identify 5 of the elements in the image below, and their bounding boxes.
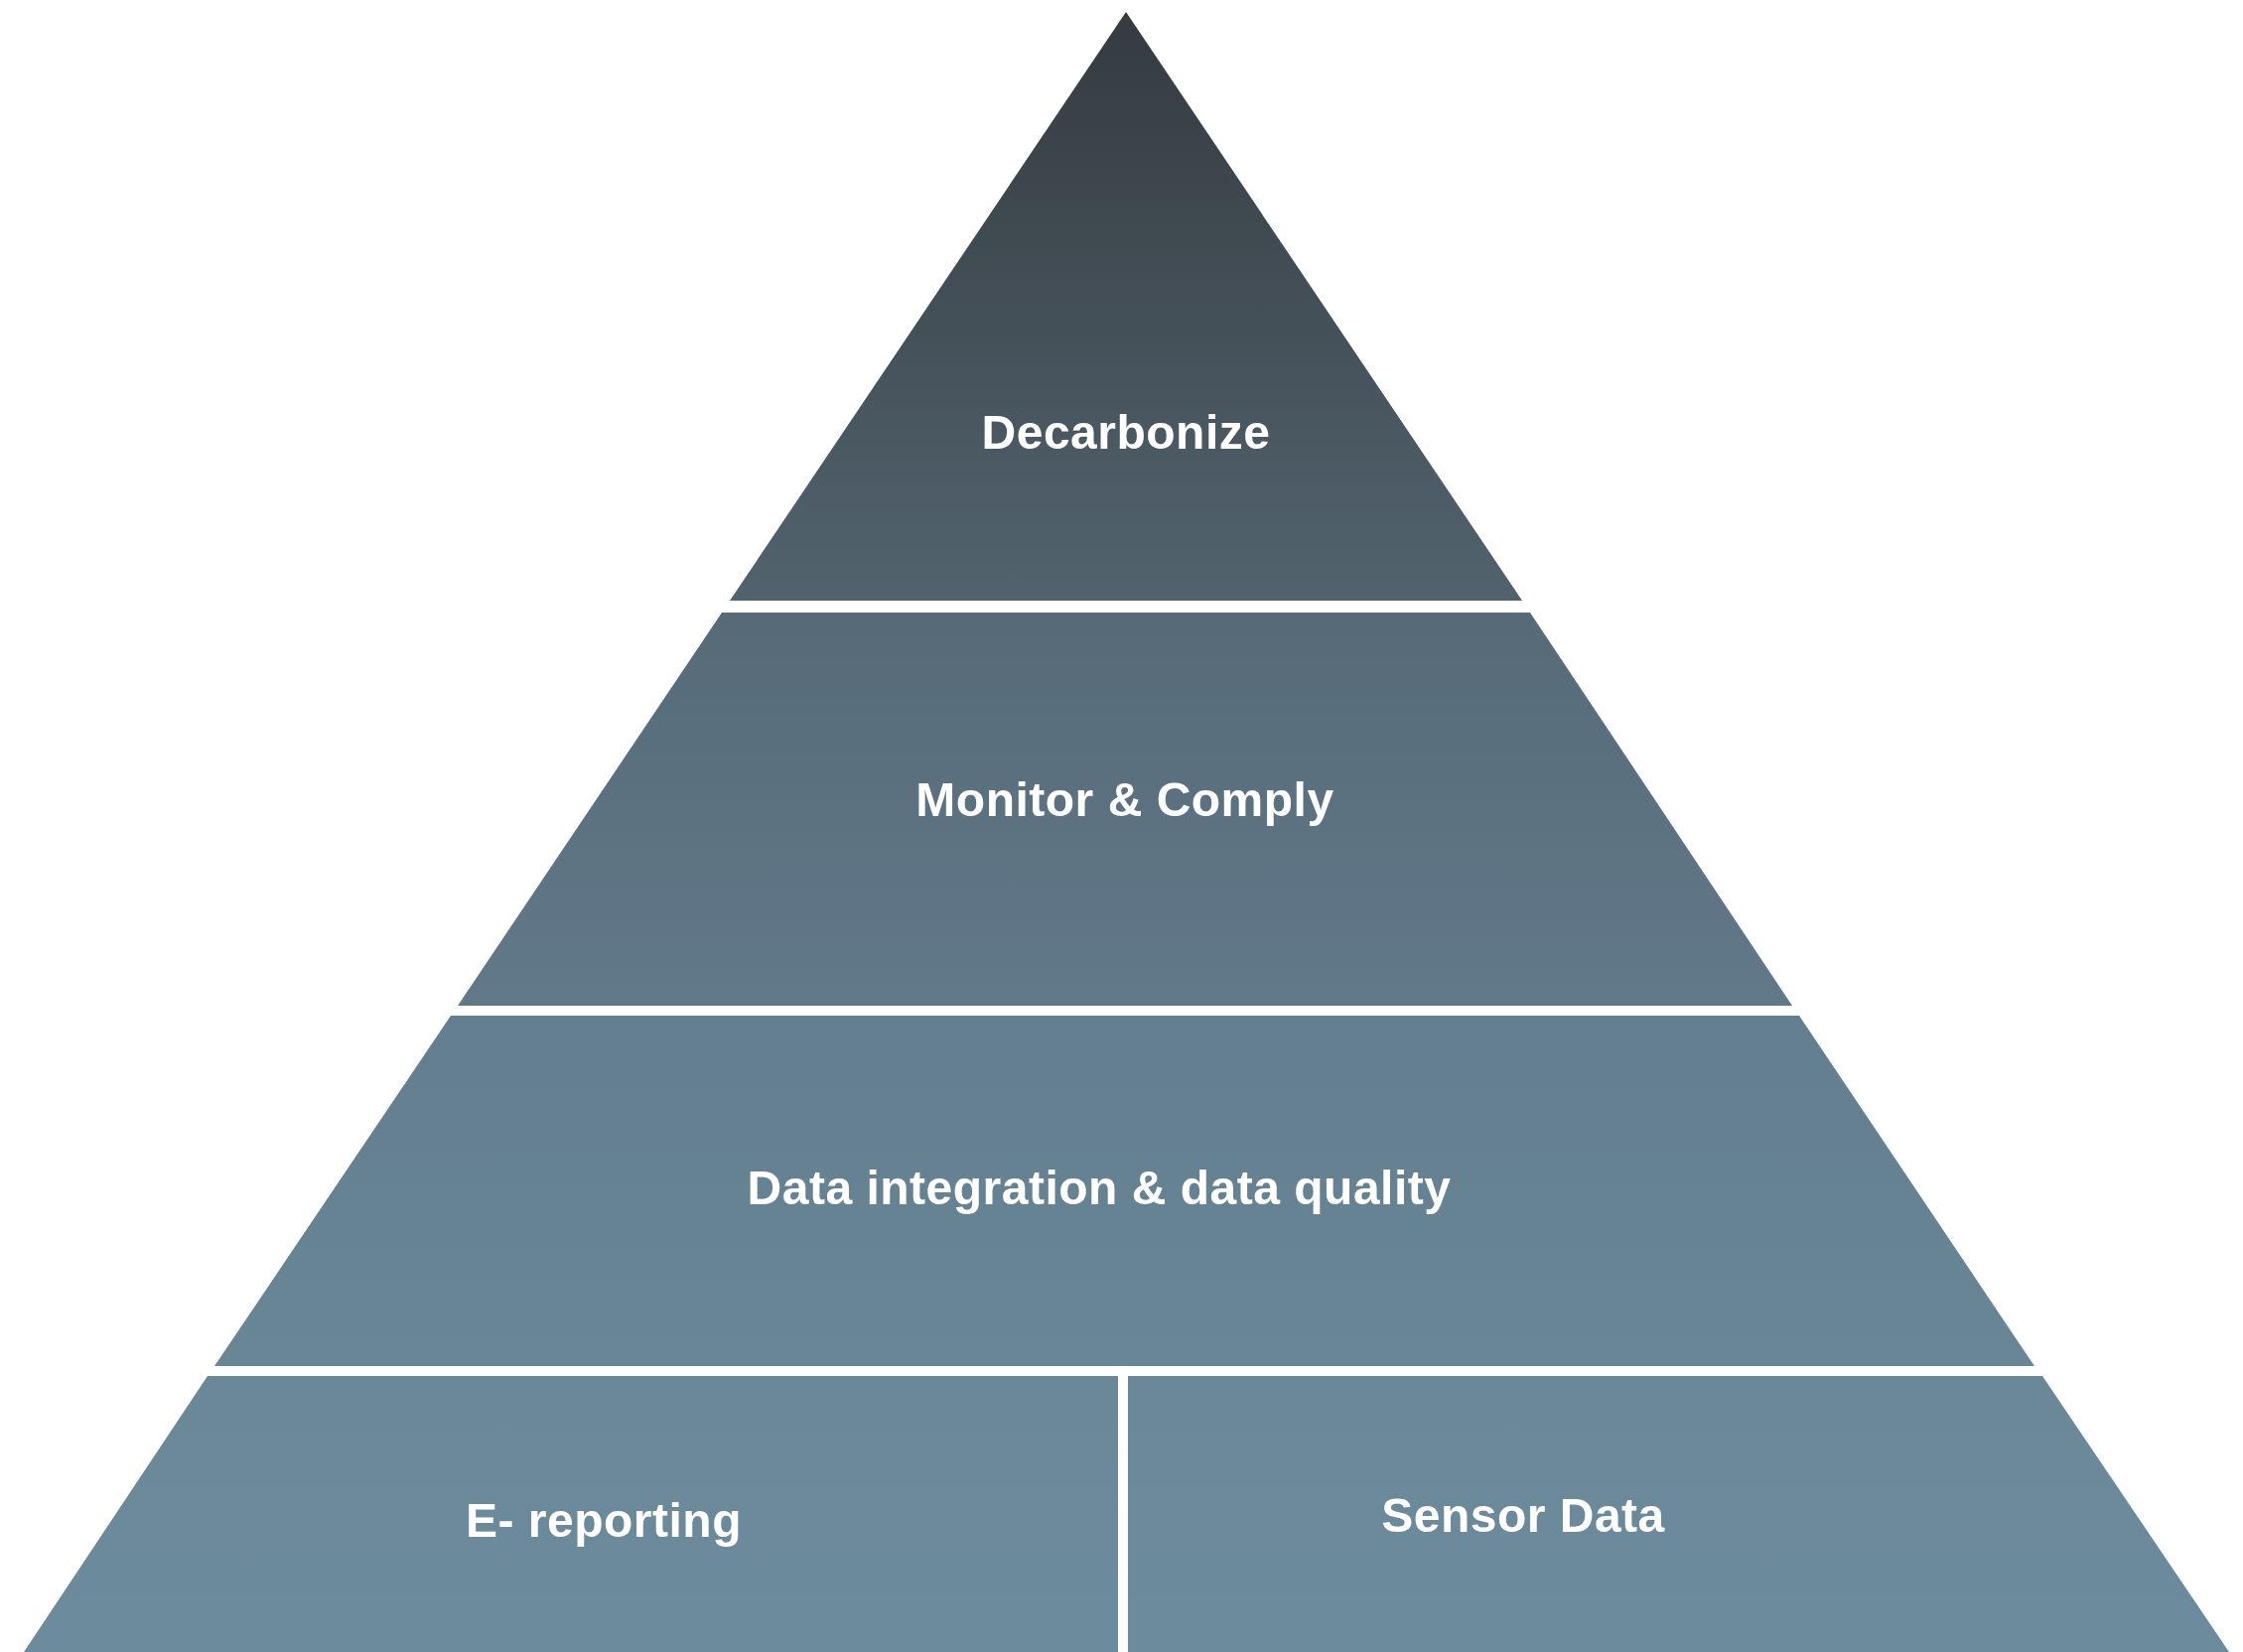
tier-label: E- reporting xyxy=(466,1492,742,1548)
tier-label: Monitor & Comply xyxy=(915,771,1334,827)
tier-label: Data integration & data quality xyxy=(747,1160,1452,1215)
tier-label: Decarbonize xyxy=(981,404,1271,460)
tier-label: Sensor Data xyxy=(1381,1487,1665,1543)
